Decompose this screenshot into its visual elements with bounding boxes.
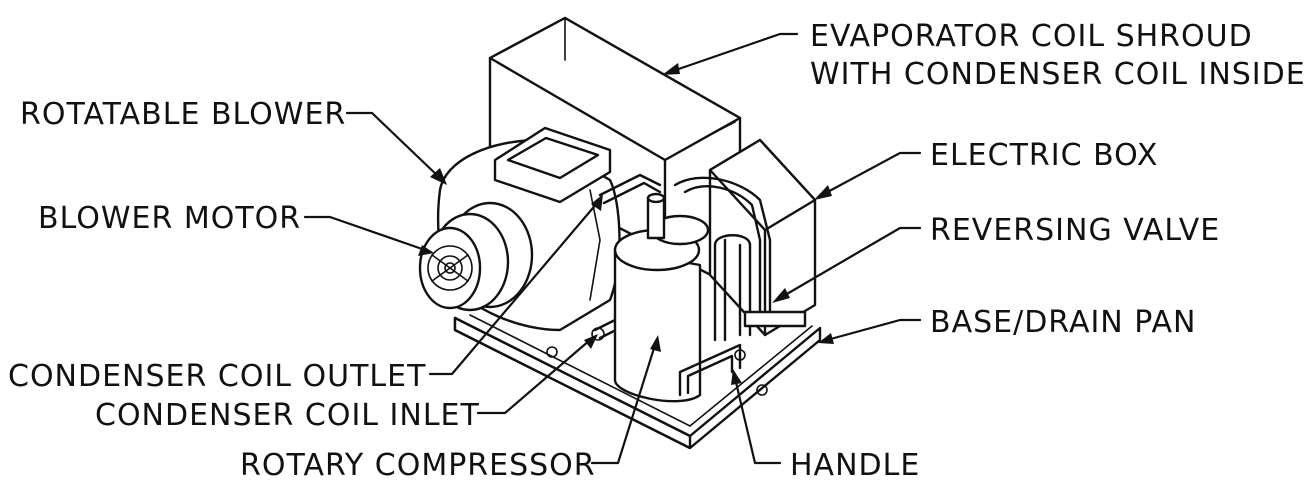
arrowhead-reversing-valve	[772, 288, 790, 303]
arrowhead-handle	[731, 369, 742, 385]
leader-lines	[303, 32, 922, 465]
base-drain-pan	[453, 314, 822, 450]
label-blower-motor: BLOWER MOTOR	[38, 201, 301, 236]
label-condenser-coil-outlet: CONDENSER COIL OUTLET	[8, 359, 426, 394]
leader-blower-motor	[303, 215, 427, 252]
label-handle: HANDLE	[790, 448, 920, 483]
callout-labels: EVAPORATOR COIL SHROUD WITH CONDENSER CO…	[8, 19, 1304, 483]
reversing-valve	[673, 176, 807, 342]
leader-handle	[733, 376, 782, 465]
leader-base-drain-pan	[825, 318, 922, 342]
label-evaporator-shroud-line1: EVAPORATOR COIL SHROUD	[810, 19, 1253, 54]
leader-reversing-valve	[778, 226, 922, 300]
arrowhead-rotary-compressor	[650, 335, 661, 352]
electric-box	[708, 138, 817, 337]
leader-condenser-outlet	[428, 200, 600, 376]
label-condenser-coil-inlet: CONDENSER COIL INLET	[95, 398, 480, 433]
label-rotatable-blower: ROTATABLE BLOWER	[20, 97, 346, 132]
arrowhead-electric-box	[814, 185, 832, 200]
arrowhead-evaporator-shroud	[662, 63, 680, 75]
leader-evaporator-shroud	[668, 32, 799, 74]
arrowhead-condenser-outlet	[591, 194, 603, 211]
condenser-coil-pipes	[591, 173, 662, 341]
arrowhead-rotatable-blower	[430, 168, 447, 185]
label-evaporator-shroud-line2: WITH CONDENSER COIL INSIDE	[810, 57, 1304, 92]
ac-unit-drawing	[418, 16, 822, 450]
leader-electric-box	[820, 151, 922, 197]
arrowhead-condenser-inlet	[584, 334, 598, 349]
arrowhead-base-drain-pan	[818, 333, 834, 344]
label-base-drain-pan: BASE/DRAIN PAN	[930, 305, 1196, 340]
leader-rotary-compressor	[590, 343, 657, 465]
label-rotary-compressor: ROTARY COMPRESSOR	[240, 448, 596, 483]
rotary-compressor	[613, 192, 710, 403]
handle	[678, 343, 746, 397]
leader-rotatable-blower	[345, 111, 442, 180]
blower-motor	[418, 201, 534, 312]
leader-condenser-inlet	[476, 338, 592, 415]
label-reversing-valve: REVERSING VALVE	[930, 213, 1220, 248]
arrowhead-blower-motor	[418, 245, 434, 256]
label-electric-box: ELECTRIC BOX	[930, 138, 1158, 173]
